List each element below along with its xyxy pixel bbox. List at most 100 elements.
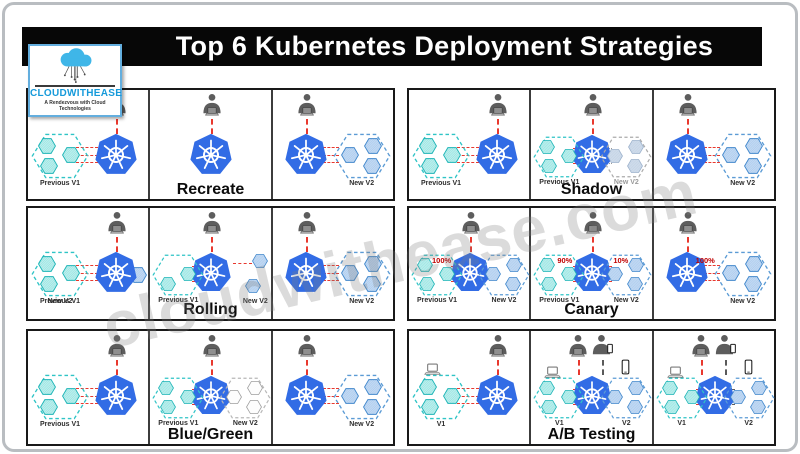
- cluster-label: New V2: [349, 421, 375, 428]
- cluster-label: New V2: [242, 298, 268, 305]
- user-icon: [675, 93, 701, 119]
- strategy-title: Blue/Green: [167, 426, 254, 443]
- traffic-percent: 10%: [613, 256, 629, 265]
- pod-hexagon: [485, 267, 501, 281]
- user-icon: [104, 211, 130, 237]
- new-v2-cluster: [714, 133, 772, 179]
- user-icon: [485, 93, 511, 119]
- cluster-label: Previous V1: [158, 297, 199, 304]
- shadow-stage-2: Previous V1 New V2 Shadow: [529, 90, 651, 199]
- cluster-label: Previous V1: [158, 420, 199, 427]
- user-to-k8s-link: [700, 360, 703, 375]
- traffic-percent: 90%: [557, 256, 573, 265]
- previous-v1-cluster: [152, 254, 204, 296]
- recreate-stage-3: New V2: [270, 90, 393, 199]
- pod-hexagon: [62, 147, 80, 163]
- pod-hexagon: [539, 140, 555, 154]
- pod-hexagon: [561, 390, 577, 404]
- phone-icon: [621, 359, 630, 375]
- cluster-links: [322, 265, 339, 288]
- pod-hexagon: [745, 138, 763, 154]
- phone-icon: [744, 359, 753, 375]
- cluster-label: V1: [677, 420, 686, 427]
- strategy-title: Rolling: [183, 301, 238, 318]
- user-to-k8s-link: [305, 237, 308, 252]
- recreate-stage-2: Recreate: [148, 90, 270, 199]
- user-icon: [675, 211, 701, 237]
- user-to-k8s-link: [592, 237, 595, 252]
- previous-v1-cluster: [31, 133, 89, 179]
- user-icon: [199, 93, 225, 119]
- strategy-title: Recreate: [176, 181, 245, 198]
- pod-hexagon: [246, 400, 262, 414]
- laptop-icon: [544, 366, 561, 378]
- pod-hexagon: [628, 258, 644, 272]
- cluster-label: V2: [622, 420, 631, 427]
- pod-hexagon: [541, 159, 557, 173]
- previous-v1-cluster: [31, 251, 89, 297]
- cluster-label: New V2: [349, 180, 375, 187]
- user-icon: [294, 211, 320, 237]
- brand-logo: CLOUDWITHEASE A Rendezvous with Cloud Te…: [28, 44, 122, 117]
- cluster-label: New V2: [232, 420, 258, 427]
- pod-hexagon: [419, 277, 435, 291]
- pod-hexagon: [627, 400, 643, 414]
- recreate-stage-1: Previous V1: [28, 90, 148, 199]
- cluster-label: V1: [436, 421, 446, 428]
- new-v2-cluster: [333, 133, 391, 179]
- pod-hexagon: [341, 265, 359, 281]
- laptop-icon: [424, 363, 441, 375]
- user-to-k8s-link: [592, 119, 595, 134]
- pod-hexagon: [744, 158, 762, 174]
- user-icon: [199, 211, 225, 237]
- user-to-k8s-link: [305, 119, 308, 134]
- cluster-links: [703, 265, 720, 288]
- cluster-links: [322, 147, 339, 170]
- pod-hexagon: [160, 277, 176, 291]
- cluster-label: New V2: [613, 179, 639, 186]
- pod-hexagon: [62, 265, 80, 281]
- panel-shadow: Previous V1 Previous V1 New V2 Shadow: [407, 88, 776, 201]
- user-to-k8s-link: [211, 360, 214, 375]
- new-pod-hexagon: [252, 254, 268, 268]
- pod-hexagon: [722, 147, 740, 163]
- user-icon: [688, 334, 714, 360]
- kubernetes-icon: [284, 133, 328, 177]
- canary-stage-3: 100% New V2: [651, 208, 774, 319]
- abtesting-stage-1: V1: [409, 331, 529, 444]
- shadow-v2-cluster: [600, 136, 652, 178]
- shadow-stage-3: New V2: [651, 90, 774, 199]
- kubernetes-icon: [284, 374, 328, 418]
- kubernetes-icon: [475, 374, 519, 418]
- pod-hexagon: [607, 390, 623, 404]
- v2-cluster: [723, 377, 775, 419]
- pod-hexagon: [730, 390, 746, 404]
- cluster-label: Previous V1: [39, 421, 81, 428]
- v1-cluster: [656, 377, 708, 419]
- user-icon: [294, 334, 320, 360]
- pod-hexagon: [664, 400, 680, 414]
- cluster-links: [322, 388, 339, 411]
- pod-hexagon: [364, 138, 382, 154]
- user-to-k8s-link: [578, 360, 581, 375]
- user-to-k8s-link: [686, 237, 689, 252]
- user-to-k8s-link: [470, 237, 472, 252]
- pod-hexagon: [745, 256, 763, 272]
- pod-hexagon: [627, 159, 643, 173]
- v2-cluster: [600, 377, 652, 419]
- pod-hexagon: [419, 379, 437, 395]
- user-with-phone-icon: [713, 334, 739, 360]
- logo-divider: [35, 85, 115, 87]
- user-to-k8s-link-dark: [724, 360, 727, 375]
- bluegreen-stage-3: New V2: [270, 331, 393, 444]
- user-with-phone-icon: [590, 334, 616, 360]
- pod-hexagon: [38, 138, 56, 154]
- kubernetes-icon: [189, 133, 233, 177]
- pod-hexagon: [180, 390, 196, 404]
- pod-hexagon: [419, 138, 437, 154]
- shadow-stage-1: Previous V1: [409, 90, 529, 199]
- pod-hexagon: [541, 400, 557, 414]
- canary-stage-1: 100% Previous V1 New V2: [409, 208, 529, 319]
- user-icon: [485, 334, 511, 360]
- kubernetes-icon: [475, 133, 519, 177]
